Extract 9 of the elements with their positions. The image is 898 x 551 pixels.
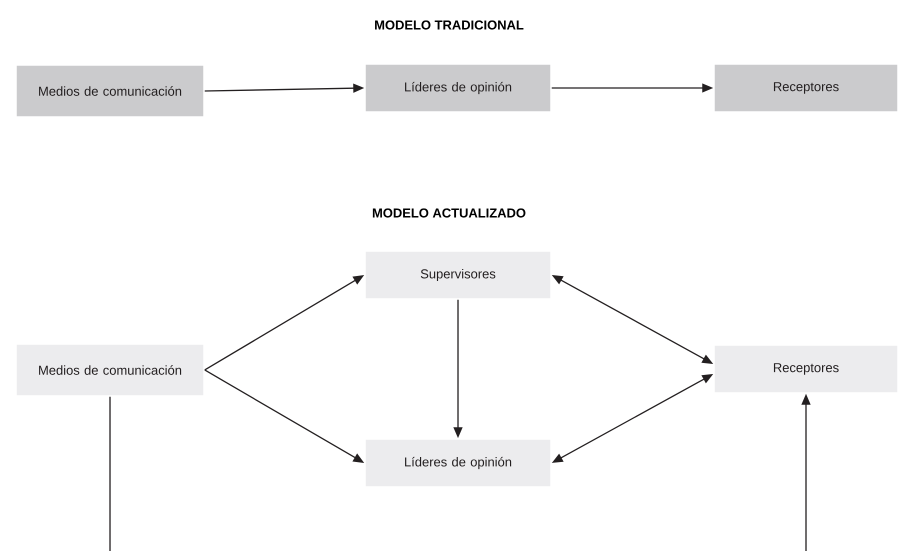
text-box: Receptores [713,63,898,113]
text-box: Líderes de opinión [364,438,552,488]
section-heading: MODELO TRADICIONAL [375,20,524,30]
section-heading: MODELO ACTUALIZADO [372,208,526,218]
text-box: Líderes de opinión [364,63,552,113]
text-box: Medios de comunicación [15,64,205,118]
text-box: Receptores [713,344,898,394]
text-box: Medios de comunicación [15,343,205,397]
text-box: Supervisores [364,250,552,300]
